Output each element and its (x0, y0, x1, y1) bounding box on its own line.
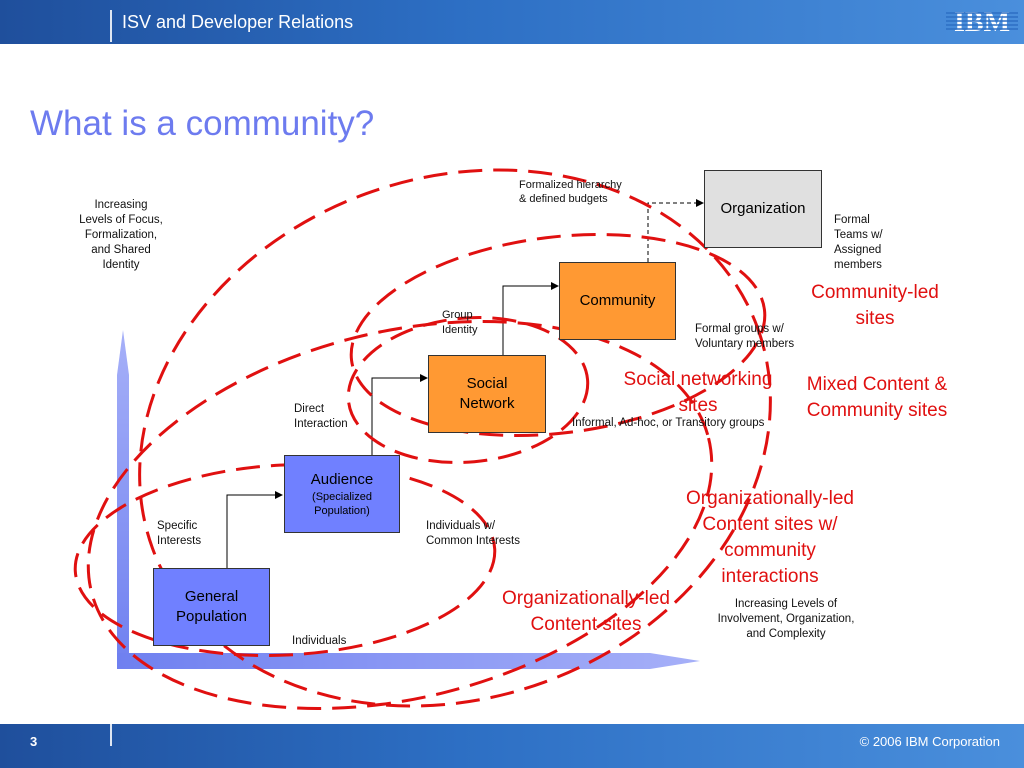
y-axis-arrow (117, 330, 129, 668)
specific-interests-line: Interests (157, 535, 202, 547)
informal-groups-label: Informal, Ad-hoc, or Transitory groups (572, 417, 765, 429)
social-network-label-1: Social (466, 375, 508, 392)
mixed-content-label: Mixed Content & Community sites (784, 372, 970, 424)
y-axis-label-line: Formalization, (84, 229, 158, 241)
x-axis-label: Increasing Levels of Involvement, Organi… (696, 597, 876, 642)
y-axis-label-line: and Shared (91, 244, 151, 256)
community-led-label: Community-led sites (786, 280, 964, 332)
org-led-line: Organizationally-led (502, 588, 670, 609)
mixed-content-line: Community sites (806, 400, 948, 421)
header-title: ISV and Developer Relations (122, 12, 354, 32)
formalized-line: & defined budgets (519, 193, 608, 205)
org-led-community-line: community (724, 540, 816, 561)
mixed-content-line: Mixed Content & (806, 374, 948, 395)
audience-sub-1: (Specialized (312, 491, 372, 503)
x-axis-label-line: and Complexity (746, 628, 826, 640)
formal-groups-line: Formal groups w/ (695, 323, 784, 335)
direct-interaction-line: Direct (294, 403, 325, 415)
formal-teams-line: Teams w/ (834, 229, 883, 241)
org-led-line: Content sites (530, 614, 642, 635)
header-bar: ISV and Developer Relations IBM (0, 0, 1024, 44)
org-led-community-line: Content sites w/ (702, 514, 838, 535)
page-title: What is a community? (30, 104, 375, 143)
individuals-common-label: Individuals w/ Common Interests (426, 519, 520, 549)
audience-label: Audience (310, 471, 374, 488)
organization-label: Organization (720, 200, 806, 217)
social-networking-label: Social networking sites (600, 367, 796, 419)
formal-teams-line: Formal (834, 214, 870, 226)
group-identity-line: Group (442, 309, 473, 321)
community-label: Community (579, 292, 656, 309)
social-network-box: Social Network (428, 355, 546, 433)
x-axis-label-line: Involvement, Organization, (717, 613, 855, 625)
ellipse-mixed (86, 319, 714, 711)
connector-social-community (502, 282, 559, 355)
community-led-line: Community-led (811, 282, 939, 303)
general-population-label-1: General (184, 588, 239, 605)
individuals-common-line: Individuals w/ (426, 520, 496, 532)
organization-box: Organization (704, 170, 822, 248)
community-box: Community (559, 262, 676, 340)
x-axis-arrow (117, 653, 700, 669)
formalized-line: Formalized hierarchy (519, 179, 622, 191)
formal-teams-line: members (834, 259, 882, 271)
ellipse-org-led (73, 462, 497, 658)
org-led-community-label: Organizationally-led Content sites w/ co… (660, 486, 880, 590)
x-axis-label-line: Increasing Levels of (734, 598, 838, 610)
connector-community-organization (647, 199, 704, 262)
ibm-logo: IBM (946, 7, 1018, 37)
audience-box: Audience (Specialized Population) (284, 455, 400, 533)
org-led-label: Organizationally-led Content sites (478, 586, 694, 638)
direct-interaction-label: Direct Interaction (294, 402, 348, 432)
individuals-common-line: Common Interests (426, 535, 520, 547)
footer-divider (110, 724, 112, 746)
specific-interests-label: Specific Interests (157, 519, 201, 549)
connector-general-audience (226, 491, 283, 568)
social-networking-line: Social networking (623, 369, 773, 390)
ellipse-community-led (349, 232, 767, 438)
ibm-logo-text: IBM (954, 7, 1010, 37)
ellipse-social-networking (346, 316, 590, 464)
formal-groups-line: Voluntary members (695, 338, 795, 350)
page-number: 3 (30, 734, 38, 749)
y-axis-label-line: Increasing (94, 199, 148, 211)
connector-audience-social (371, 374, 428, 455)
social-networking-line: sites (678, 395, 718, 416)
footer-bar: 3 © 2006 IBM Corporation (0, 724, 1024, 768)
community-led-line: sites (855, 308, 895, 329)
formal-teams-label: Formal Teams w/ Assigned members (834, 213, 883, 273)
formalized-hierarchy-label: Formalized hierarchy & defined budgets (519, 178, 622, 206)
direct-interaction-line: Interaction (294, 418, 348, 430)
specific-interests-line: Specific (157, 520, 198, 532)
social-network-label-2: Network (459, 395, 515, 412)
audience-sub-2: Population) (314, 505, 370, 517)
formal-teams-line: Assigned (834, 244, 882, 256)
y-axis-label-line: Identity (102, 259, 140, 271)
y-axis-label-line: Levels of Focus, (79, 214, 163, 226)
ellipse-org-led-community (138, 168, 772, 708)
individuals-label: Individuals (292, 635, 347, 647)
group-identity-line: Identity (442, 324, 478, 336)
general-population-label-2: Population (176, 608, 247, 625)
copyright-text: © 2006 IBM Corporation (859, 734, 1000, 749)
group-identity-label: Group Identity (442, 308, 477, 338)
formal-groups-label: Formal groups w/ Voluntary members (695, 322, 794, 352)
header-divider (110, 10, 112, 42)
y-axis-label: Increasing Levels of Focus, Formalizatio… (58, 198, 184, 273)
general-population-box: General Population (153, 568, 270, 646)
org-led-community-line: Organizationally-led (686, 488, 854, 509)
org-led-community-line: interactions (721, 566, 819, 587)
